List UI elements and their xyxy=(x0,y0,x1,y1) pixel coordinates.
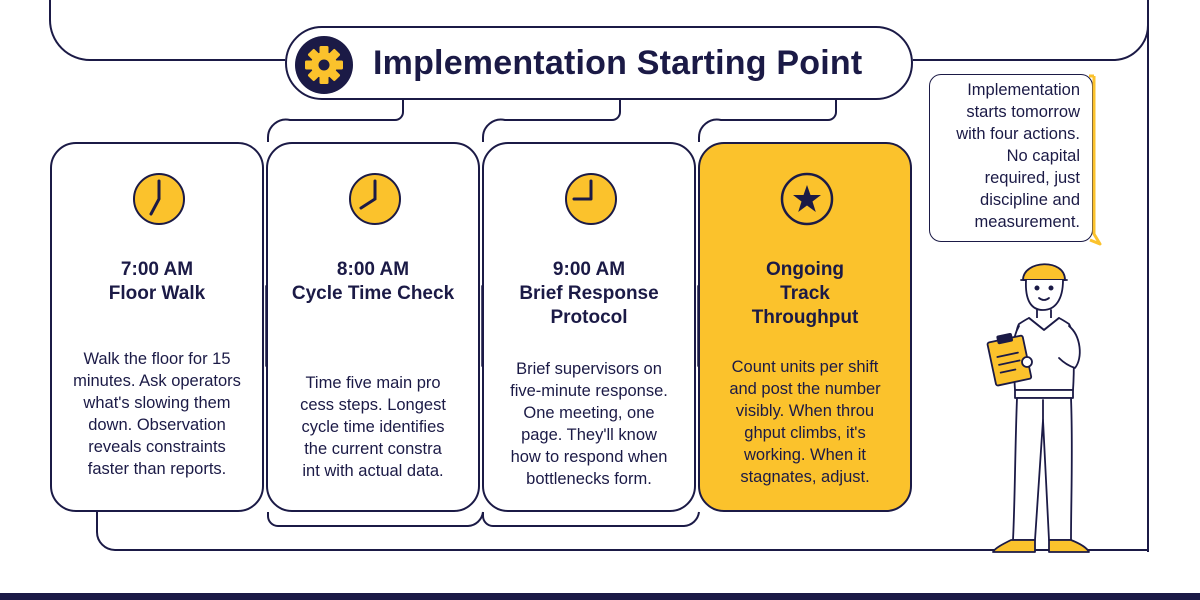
speech-bubble-accent xyxy=(1089,74,1102,246)
step-name-line: Brief Response xyxy=(519,283,659,304)
page-title: Implementation Starting Point xyxy=(373,44,863,82)
step-name: Floor Walk xyxy=(108,283,206,304)
step-heading: 8:00 AM Cycle Time Check xyxy=(274,258,472,306)
step-description: Time five main pro cess steps. Longest c… xyxy=(276,372,470,482)
worker-with-clipboard-illustration xyxy=(986,263,1090,553)
title-pill: Implementation Starting Point xyxy=(285,26,913,100)
step-heading: Ongoing Track Throughput xyxy=(706,258,904,330)
description-line: cess steps. Longest xyxy=(300,396,446,414)
step-description: Brief supervisors on five-minute respons… xyxy=(492,358,686,490)
step-card-ongoing-track-throughput: Ongoing Track Throughput Count units per… xyxy=(698,142,912,512)
clock-icon xyxy=(133,173,185,225)
step-name-line: Track xyxy=(780,283,830,304)
callout-line: starts tomorrow xyxy=(966,103,1080,121)
description-line: page. They'll know xyxy=(521,426,657,444)
description-line: bottlenecks form. xyxy=(526,470,652,488)
description-line: five-minute response. xyxy=(510,382,668,400)
description-line: One meeting, one xyxy=(523,404,655,422)
description-line: ghput climbs, it's xyxy=(744,424,866,442)
description-line: Count units per shift xyxy=(731,358,879,376)
step-heading: 7:00 AM Floor Walk xyxy=(58,258,256,306)
step-card-brief-response-protocol: 9:00 AM Brief Response Protocol Brief su… xyxy=(482,142,696,512)
step-name-line: Protocol xyxy=(550,307,628,328)
callout-line: required, just xyxy=(984,169,1080,187)
speech-bubble: Implementation starts tomorrow with four… xyxy=(929,74,1093,242)
step-time: 9:00 AM xyxy=(552,259,626,280)
description-line: the current constra xyxy=(304,440,442,458)
clock-icon xyxy=(565,173,617,225)
clock-icon xyxy=(349,173,401,225)
step-card-cycle-time-check: 8:00 AM Cycle Time Check Time five main … xyxy=(266,142,480,512)
description-line: int with actual data. xyxy=(302,462,444,480)
callout-line: discipline and xyxy=(980,191,1080,209)
step-time: 7:00 AM xyxy=(120,259,194,280)
callout-line: No capital xyxy=(1006,147,1080,165)
callout-line: with four actions. xyxy=(956,125,1080,143)
description-line: what's slowing them xyxy=(83,394,231,412)
star-icon xyxy=(780,172,834,226)
callout-line: Implementation xyxy=(967,81,1080,99)
step-description: Walk the floor for 15 minutes. Ask opera… xyxy=(60,348,254,480)
callout-line: measurement. xyxy=(974,213,1080,231)
gear-icon xyxy=(295,36,353,94)
step-description: Count units per shift and post the numbe… xyxy=(708,356,902,488)
description-line: cycle time identifies xyxy=(301,418,445,436)
description-line: working. When it xyxy=(744,446,866,464)
description-line: minutes. Ask operators xyxy=(73,372,241,390)
description-line: reveals constraints xyxy=(88,438,226,456)
description-line: Time five main pro xyxy=(305,374,441,392)
description-line: faster than reports. xyxy=(87,460,227,478)
step-name: Cycle Time Check xyxy=(291,283,455,304)
description-line: Walk the floor for 15 xyxy=(83,350,231,368)
description-line: and post the number xyxy=(729,380,881,398)
step-heading: 9:00 AM Brief Response Protocol xyxy=(490,258,688,330)
description-line: down. Observation xyxy=(88,416,226,434)
callout-text: Implementation starts tomorrow with four… xyxy=(930,79,1080,233)
step-time: 8:00 AM xyxy=(336,259,410,280)
description-line: how to respond when xyxy=(510,448,668,466)
description-line: Brief supervisors on xyxy=(516,360,662,378)
description-line: visibly. When throu xyxy=(735,402,875,420)
description-line: stagnates, adjust. xyxy=(740,468,870,486)
footer-rule xyxy=(0,593,1200,600)
step-name-line: Ongoing xyxy=(765,259,845,280)
step-name-line: Throughput xyxy=(751,307,859,328)
step-card-floor-walk: 7:00 AM Floor Walk Walk the floor for 15… xyxy=(50,142,264,512)
